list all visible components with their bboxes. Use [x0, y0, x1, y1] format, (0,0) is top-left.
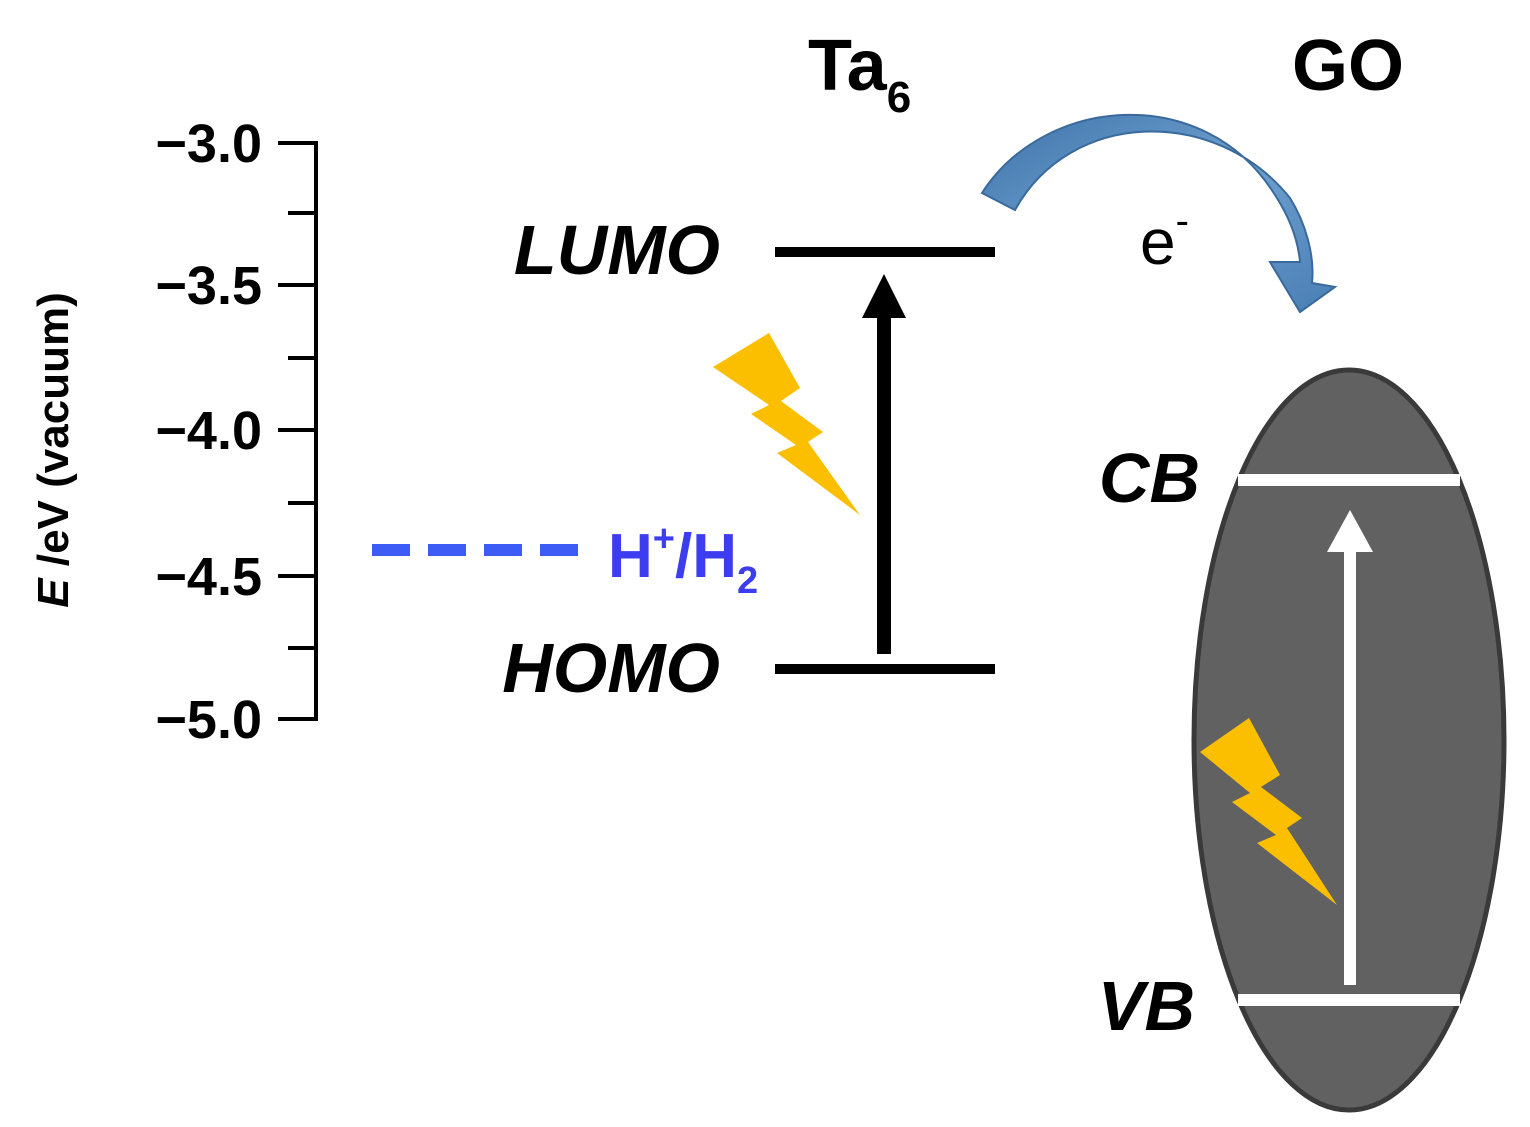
- ta6-levels: Ta6 LUMO HOMO: [502, 26, 995, 707]
- up-arrow-icon: [862, 274, 906, 654]
- axis-label-variable: E: [29, 577, 78, 608]
- energy-axis: −3.0 −3.5 −4.0 −4.5 −5.0 E /eV (vacuum): [29, 114, 318, 750]
- homo-label: HOMO: [502, 629, 720, 707]
- lumo-label: LUMO: [514, 211, 720, 289]
- ta6-title: Ta6: [808, 26, 911, 122]
- go-title: GO: [1292, 26, 1404, 106]
- lightning-bolt-icon: [713, 333, 860, 515]
- axis-label-unit: /eV (vacuum): [29, 292, 78, 578]
- tick-label: −5.0: [155, 690, 262, 750]
- tick-label: −4.0: [155, 401, 262, 461]
- redox-label: H+/H2: [608, 518, 758, 602]
- tick-label: −4.5: [155, 547, 262, 607]
- axis-label: E /eV (vacuum): [29, 292, 78, 607]
- up-arrow-icon: [1327, 510, 1373, 985]
- redox-level: H+/H2: [372, 518, 758, 602]
- tick-label: −3.5: [155, 256, 262, 316]
- cb-label: CB: [1099, 439, 1200, 517]
- curved-arrow-icon: [980, 113, 1338, 314]
- electron-label: e-: [1140, 199, 1189, 278]
- tick-label: −3.0: [155, 114, 262, 174]
- go-band-structure: GO CB VB: [1098, 26, 1507, 1113]
- lightning-bolt-icon: [1200, 718, 1337, 905]
- vb-label: VB: [1098, 967, 1195, 1045]
